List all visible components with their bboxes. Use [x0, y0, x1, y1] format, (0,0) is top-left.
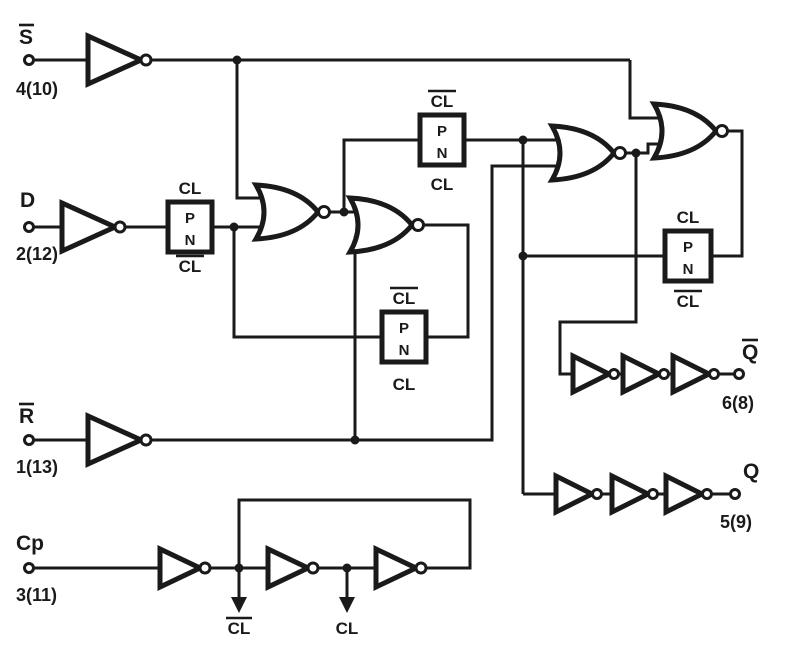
- nor-output-bubble: [317, 205, 331, 219]
- tg-ms-n-label: N: [437, 145, 448, 162]
- tg-data-clock-label-above: CL: [179, 179, 202, 198]
- wire: [33, 164, 560, 442]
- junction-dot: [342, 563, 352, 573]
- qbar-inverter-triangle: [670, 351, 715, 397]
- q-output-label: Q: [743, 460, 759, 483]
- tg-mf-clock-label-above: CL: [393, 289, 416, 308]
- inverter-bubble: [139, 433, 153, 447]
- junction-dot: [631, 148, 641, 158]
- labels: S 4(10) D 2(12) R 1(13) Cp 3(11) CL P N …: [16, 23, 759, 638]
- tg-sf-n-label: N: [683, 261, 694, 278]
- tg-data-clock-label-below: CL: [179, 257, 202, 276]
- clbar-tap-arrow: [231, 597, 247, 613]
- data-input-label: D: [20, 189, 35, 212]
- tg-ms-p-label: P: [437, 123, 447, 140]
- wire: [711, 129, 744, 258]
- set-input-terminal: [23, 54, 35, 66]
- q-pin-number: 5(9): [720, 512, 752, 532]
- qbar-output-terminal: [733, 368, 745, 380]
- clock-inverter-triangle: [157, 545, 206, 591]
- tg-ms-clock-label-below: CL: [431, 175, 454, 194]
- junction-dot: [232, 55, 242, 65]
- transmission-gate-slave-feedback: [662, 228, 714, 284]
- nor-gate-slave-1: [547, 123, 618, 183]
- qbar-pin-number: 6(8): [722, 393, 754, 413]
- nor-output-bubble: [411, 218, 425, 232]
- tg-sf-clock-label-below: CL: [677, 292, 700, 311]
- inverter-bubble: [708, 368, 720, 380]
- q-output-terminal: [729, 488, 741, 500]
- inverter-bubble: [658, 368, 670, 380]
- wire: [235, 60, 263, 200]
- transmission-gate-data: [165, 199, 215, 255]
- inverter-bubble: [306, 561, 320, 575]
- inverter-bubble: [113, 220, 127, 234]
- wire: [342, 138, 420, 212]
- qbar-output-label: Q: [742, 341, 758, 364]
- set-input-label: S: [19, 26, 33, 49]
- data-inverter-triangle: [59, 199, 122, 255]
- cl-tap-label: CL: [336, 619, 359, 638]
- nor-gate-slave-2: [649, 101, 720, 161]
- junction-dot: [229, 222, 239, 232]
- data-input-terminal: [23, 221, 35, 233]
- inverter-bubble: [701, 488, 713, 500]
- q-inverter-triangle: [663, 471, 708, 517]
- wire: [33, 498, 472, 570]
- nor-output-bubble: [715, 124, 729, 138]
- transmission-gate-master-to-slave: [417, 112, 467, 168]
- set-inverter-triangle: [85, 32, 148, 88]
- clock-input-terminal: [23, 562, 35, 574]
- qbar-inverter-triangle: [570, 351, 615, 397]
- wire: [423, 223, 470, 339]
- tg-data-p-label: P: [185, 210, 195, 227]
- clock-pin-number: 3(11): [16, 585, 57, 605]
- inverter-bubble: [591, 488, 603, 500]
- reset-inverter-triangle: [85, 412, 148, 468]
- clock-inverter-triangle: [265, 545, 314, 591]
- inverter-bubble: [647, 488, 659, 500]
- cl-tap-arrow: [339, 597, 355, 613]
- reset-input-label: R: [19, 405, 34, 428]
- clock-inverter-triangle: [373, 545, 422, 591]
- nor-gate-master-1: [251, 182, 322, 242]
- junction-dot: [518, 135, 528, 145]
- junction-dot: [518, 251, 528, 261]
- junction-dot: [339, 207, 349, 217]
- tg-mf-clock-label-below: CL: [393, 375, 416, 394]
- set-pin-number: 4(10): [16, 79, 58, 99]
- inverter-bubble: [139, 53, 153, 67]
- qbar-inverter-triangle: [620, 351, 665, 397]
- tg-ms-clock-label-above: CL: [431, 92, 454, 111]
- symbols: [59, 32, 720, 591]
- tg-mf-n-label: N: [399, 342, 410, 359]
- wire: [232, 227, 382, 339]
- tg-sf-clock-label-above: CL: [677, 208, 700, 227]
- wire: [628, 60, 661, 120]
- inverter-bubble: [608, 368, 620, 380]
- clock-input-label: Cp: [16, 532, 44, 555]
- nor-gate-master-2: [345, 195, 416, 255]
- tg-data-n-label: N: [185, 232, 196, 249]
- reset-pin-number: 1(13): [16, 457, 58, 477]
- transmission-gate-master-feedback: [379, 309, 429, 365]
- tg-sf-p-label: P: [683, 239, 693, 256]
- q-inverter-triangle: [553, 471, 598, 517]
- reset-input-terminal: [23, 434, 35, 446]
- inverter-bubble: [198, 561, 212, 575]
- clbar-tap-label: CL: [228, 619, 251, 638]
- wire: [353, 236, 359, 440]
- junction-dots: [229, 55, 641, 573]
- bubbles-and-terminals: [23, 53, 745, 575]
- wire: [558, 153, 638, 376]
- tg-mf-p-label: P: [399, 320, 409, 337]
- data-pin-number: 2(12): [16, 244, 58, 264]
- q-inverter-triangle: [609, 471, 654, 517]
- inverter-bubble: [414, 561, 428, 575]
- junction-dot: [234, 563, 244, 573]
- nor-output-bubble: [613, 146, 627, 160]
- junction-dot: [350, 435, 360, 445]
